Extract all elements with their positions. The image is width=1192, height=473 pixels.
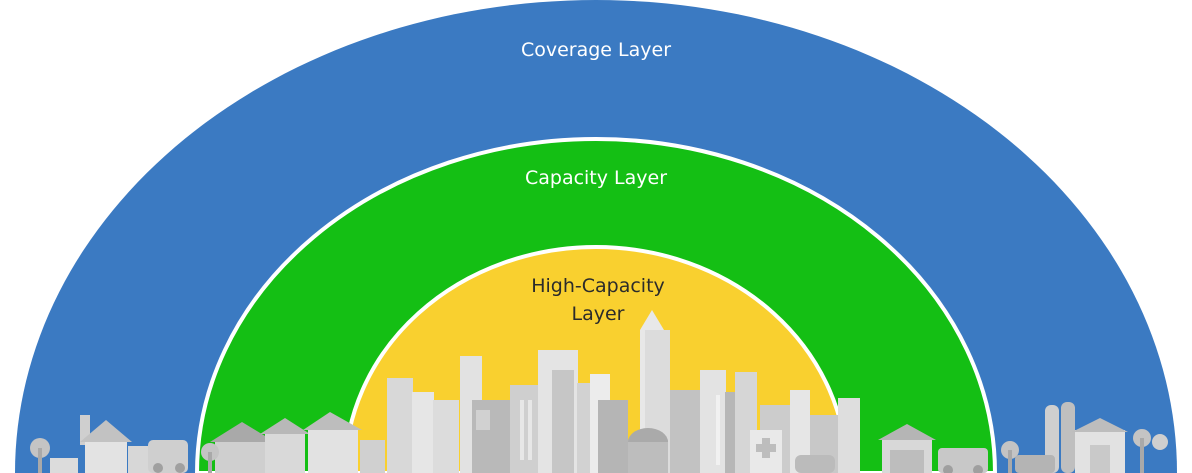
high-capacity-layer-label-line2: Layer <box>572 303 625 325</box>
high-capacity-layer-label-line1: High-Capacity <box>531 275 665 297</box>
rural-left-icon <box>30 415 188 473</box>
suburban-houses-icon <box>201 412 385 473</box>
capacity-layer-label: Capacity Layer <box>525 167 667 189</box>
suburban-right-icon <box>795 424 988 473</box>
city-skyline-icon <box>387 310 860 473</box>
coverage-layer-label: Coverage Layer <box>521 39 671 61</box>
farm-silo-barn-icon <box>1001 402 1168 473</box>
